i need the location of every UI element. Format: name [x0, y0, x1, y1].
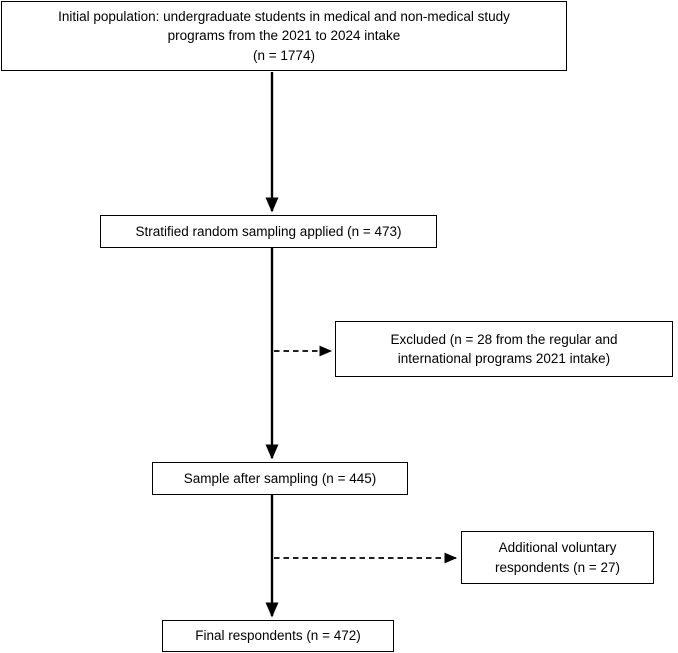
- node-excluded: Excluded (n = 28 from the regular and in…: [335, 321, 673, 377]
- node-additional-voluntary-respondents-label: Additional voluntary respondents (n = 27…: [495, 540, 620, 575]
- node-stratified-sampling-label: Stratified random sampling applied (n = …: [135, 223, 402, 239]
- node-excluded-label: Excluded (n = 28 from the regular and in…: [390, 331, 618, 366]
- node-final-respondents: Final respondents (n = 472): [162, 620, 394, 652]
- node-stratified-sampling: Stratified random sampling applied (n = …: [100, 215, 437, 248]
- node-additional-voluntary-respondents: Additional voluntary respondents (n = 27…: [461, 531, 654, 584]
- node-sample-after-sampling-label: Sample after sampling (n = 445): [183, 470, 377, 486]
- node-final-respondents-label: Final respondents (n = 472): [195, 628, 361, 644]
- node-initial-population-label: Initial population: undergraduate studen…: [58, 9, 510, 63]
- node-initial-population: Initial population: undergraduate studen…: [1, 1, 567, 71]
- node-sample-after-sampling: Sample after sampling (n = 445): [152, 462, 408, 495]
